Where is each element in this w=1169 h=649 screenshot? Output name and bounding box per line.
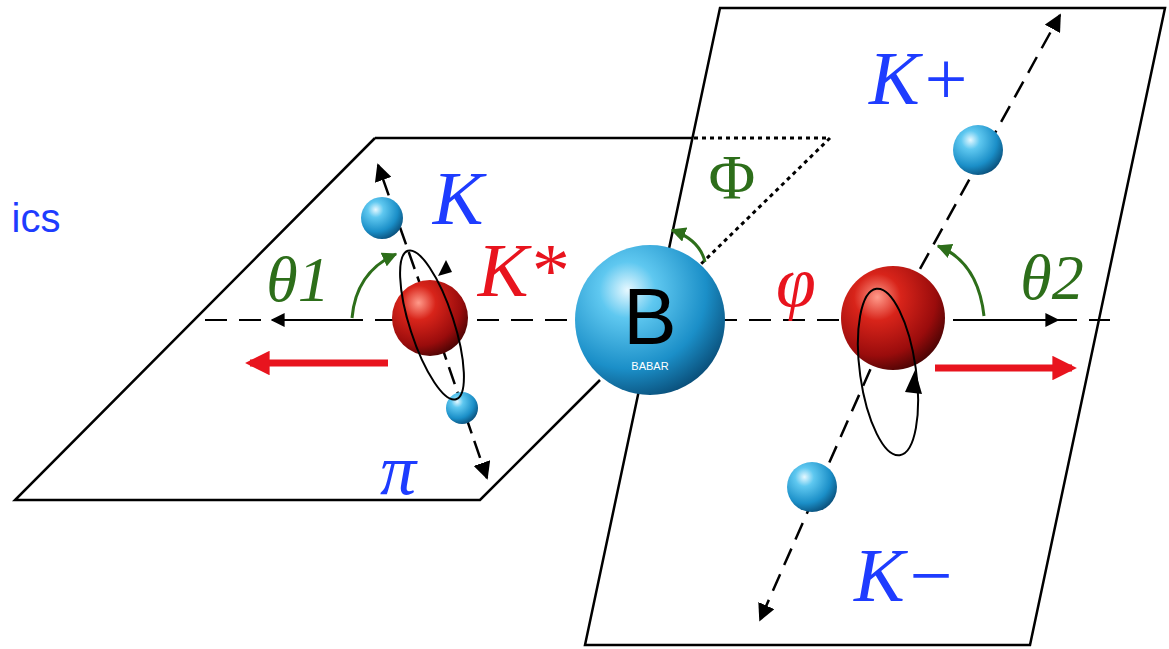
axis-arrow [960, 319, 1058, 321]
sphere-text: B BABAR [575, 245, 725, 395]
particle-label: K− [854, 537, 956, 613]
particle-label: K* [478, 232, 567, 308]
angle-label: θ1 [266, 248, 329, 312]
experiment-logo: BABAR [631, 361, 668, 372]
sphere-outline [575, 245, 725, 395]
particle-label: π [380, 434, 416, 506]
cut-title: ics [12, 198, 61, 238]
kplus-sphere [953, 125, 1003, 175]
meson-sphere: B BABAR [575, 245, 725, 395]
angle-arc [352, 254, 396, 318]
decay-plane [585, 8, 1165, 645]
kaon-sphere [361, 197, 403, 239]
spin-arrow [905, 370, 922, 394]
spin-loop [387, 244, 477, 406]
momentum-arrow [935, 365, 1072, 372]
kstar-sphere [392, 280, 468, 356]
spin-loop [849, 285, 928, 459]
pion-sphere [446, 392, 478, 424]
spin-arrow [438, 260, 452, 276]
phi-sphere [841, 266, 945, 370]
particle-label: K [433, 160, 484, 236]
particle-name: B [623, 277, 676, 357]
axis-arrow [272, 319, 360, 321]
particle-label: K+ [869, 40, 971, 116]
angle-arc [938, 246, 984, 316]
angle-label: Φ [709, 146, 756, 210]
particle-label: φ [776, 246, 816, 318]
angle-label: θ2 [1020, 246, 1083, 310]
momentum-arrow [250, 360, 388, 367]
kminus-sphere [787, 462, 837, 512]
